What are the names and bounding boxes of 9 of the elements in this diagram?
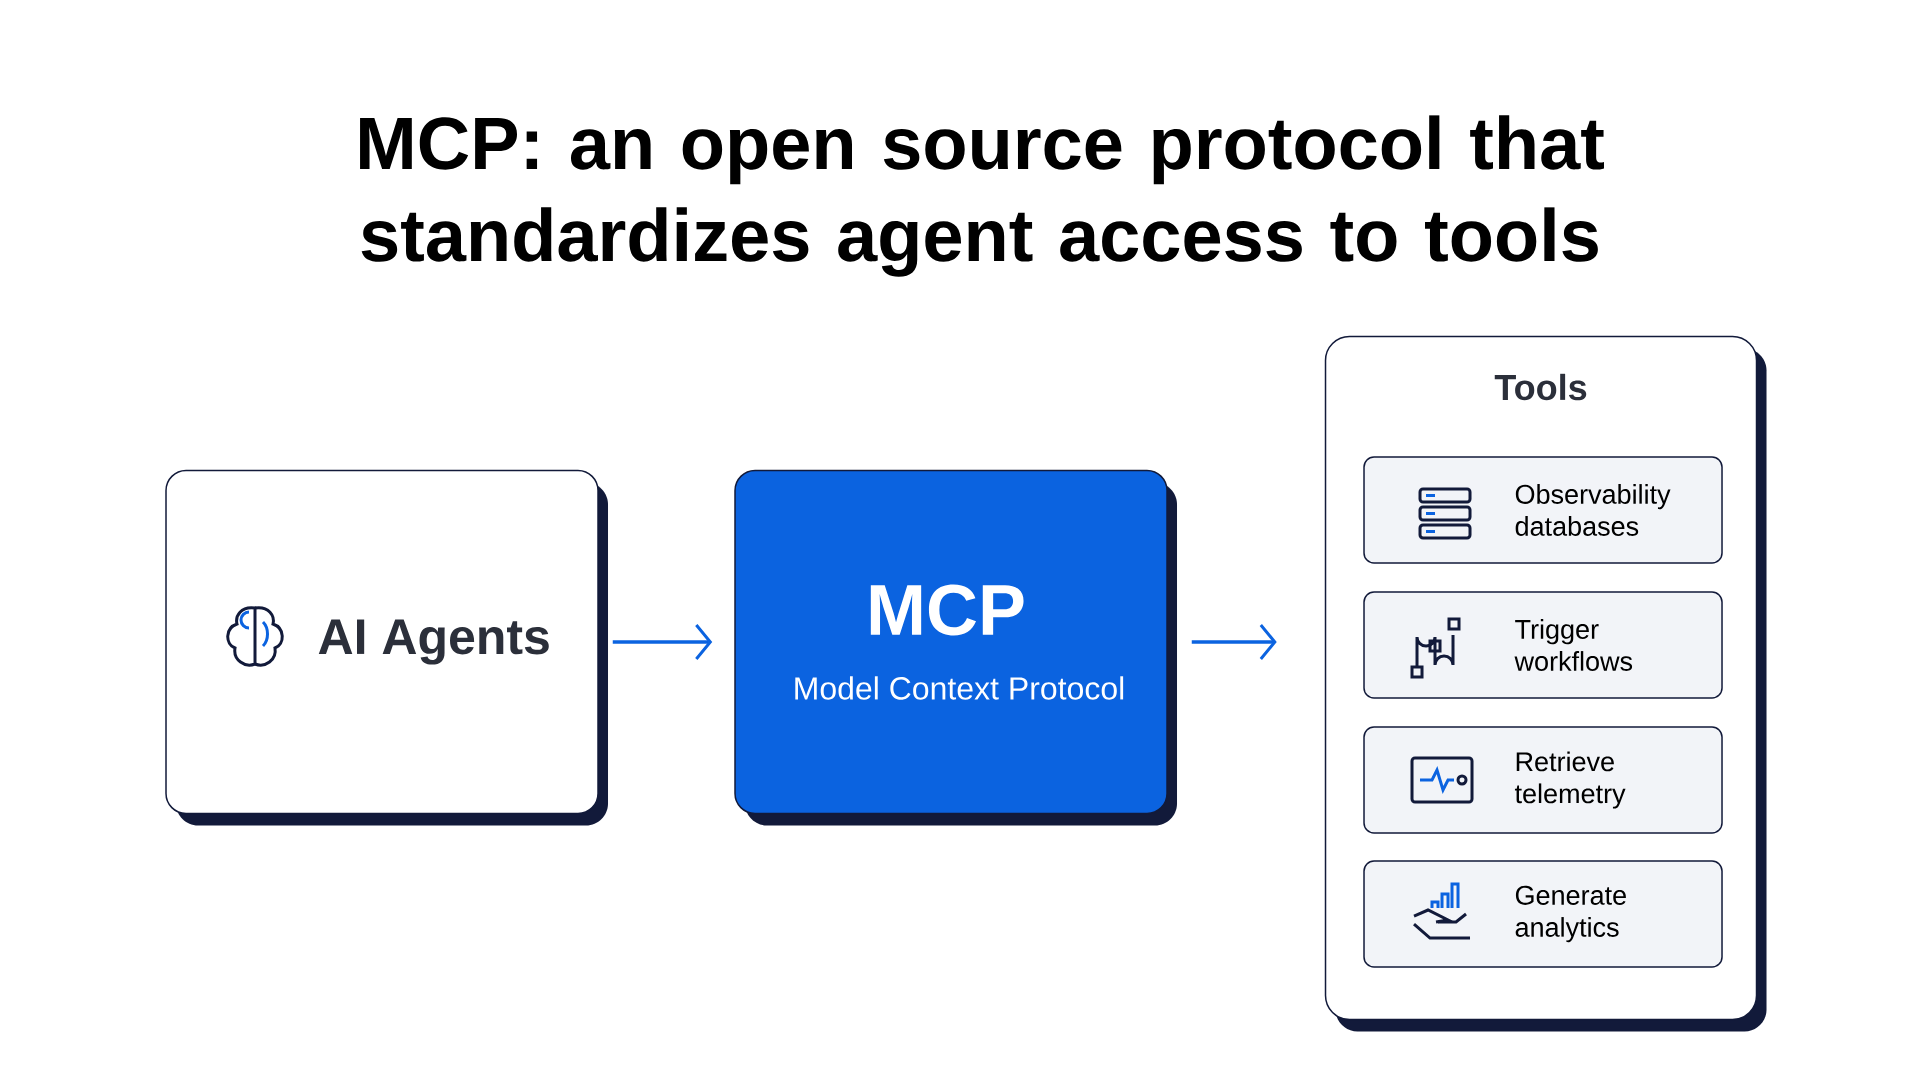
arrow [612,624,713,660]
tool-card: Trigger workflows [1363,591,1723,699]
agent-box: AI Agents [165,469,608,826]
arrow [1191,624,1277,660]
protocol-box: MCP Model Context Protocol [734,469,1177,826]
tool-card: Generate analytics [1363,860,1723,968]
tool-card: Observability databases [1363,456,1723,564]
title: MCP: an open source protocol that standardizes agent access to tools [360,115,1604,277]
tool-card: Retrieve telemetry [1363,726,1723,834]
